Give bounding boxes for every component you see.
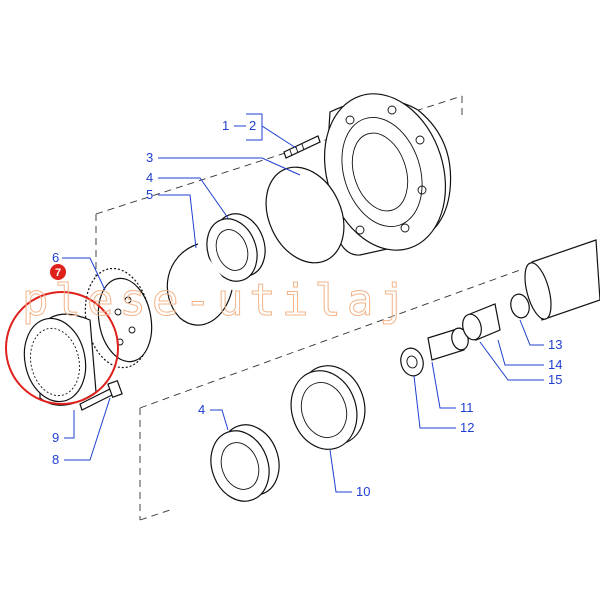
callout-4-lower: 4 xyxy=(198,402,205,417)
seal xyxy=(290,365,366,450)
callout-15: 15 xyxy=(548,372,562,387)
callout-14: 14 xyxy=(548,357,562,372)
wheel-hub xyxy=(323,93,452,256)
bearing-upper xyxy=(206,213,266,282)
circlip xyxy=(510,293,530,319)
drive-shaft xyxy=(524,239,600,321)
callout-12: 12 xyxy=(460,420,474,435)
spacer xyxy=(427,327,469,361)
highlight-circle xyxy=(5,291,119,405)
snap-ring xyxy=(166,243,233,326)
washer xyxy=(400,347,424,377)
watermark-text: plese-utilaj xyxy=(22,275,412,326)
callout-13: 13 xyxy=(548,337,562,352)
callout-6: 6 xyxy=(52,250,59,265)
ring-gear xyxy=(23,313,97,406)
callout-8: 8 xyxy=(52,452,59,467)
bolt-and-pin xyxy=(79,379,123,411)
splined-sleeve xyxy=(462,303,501,341)
bearing-lower xyxy=(210,424,280,502)
leader-lines xyxy=(62,113,544,493)
callout-5: 5 xyxy=(146,187,153,202)
callout-3: 3 xyxy=(146,150,153,165)
callout-2: 2 xyxy=(249,118,256,133)
callout-badge-7 xyxy=(50,264,66,280)
callout-4-upper: 4 xyxy=(146,170,153,185)
gear-carrier xyxy=(84,267,153,369)
wheel-stud xyxy=(283,135,321,159)
callout-10: 10 xyxy=(356,484,370,499)
callout-11: 11 xyxy=(460,400,474,415)
callout-7: 7 xyxy=(55,267,61,279)
o-ring xyxy=(265,166,345,264)
callout-1: 1 xyxy=(222,118,229,133)
callout-9: 9 xyxy=(52,430,59,445)
